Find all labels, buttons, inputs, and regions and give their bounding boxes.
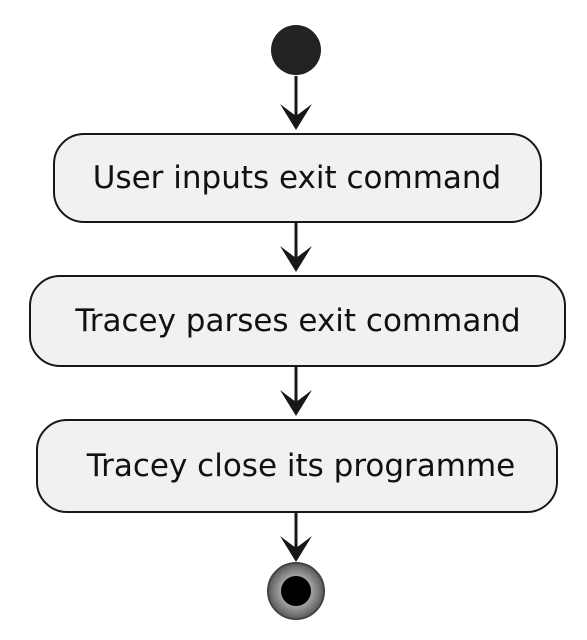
activity-node: Tracey close its programme — [36, 419, 558, 513]
activity-label: Tracey close its programme — [86, 448, 516, 484]
flow-arrow — [280, 76, 312, 130]
activity-node: User inputs exit command — [53, 133, 542, 223]
start-node — [271, 25, 321, 75]
flow-arrow — [280, 366, 312, 416]
activity-label: User inputs exit command — [93, 160, 501, 196]
flow-arrow — [280, 222, 312, 272]
end-node — [267, 562, 325, 620]
flow-arrow — [280, 512, 312, 562]
activity-node: Tracey parses exit command — [29, 275, 566, 367]
activity-label: Tracey parses exit command — [74, 303, 520, 339]
